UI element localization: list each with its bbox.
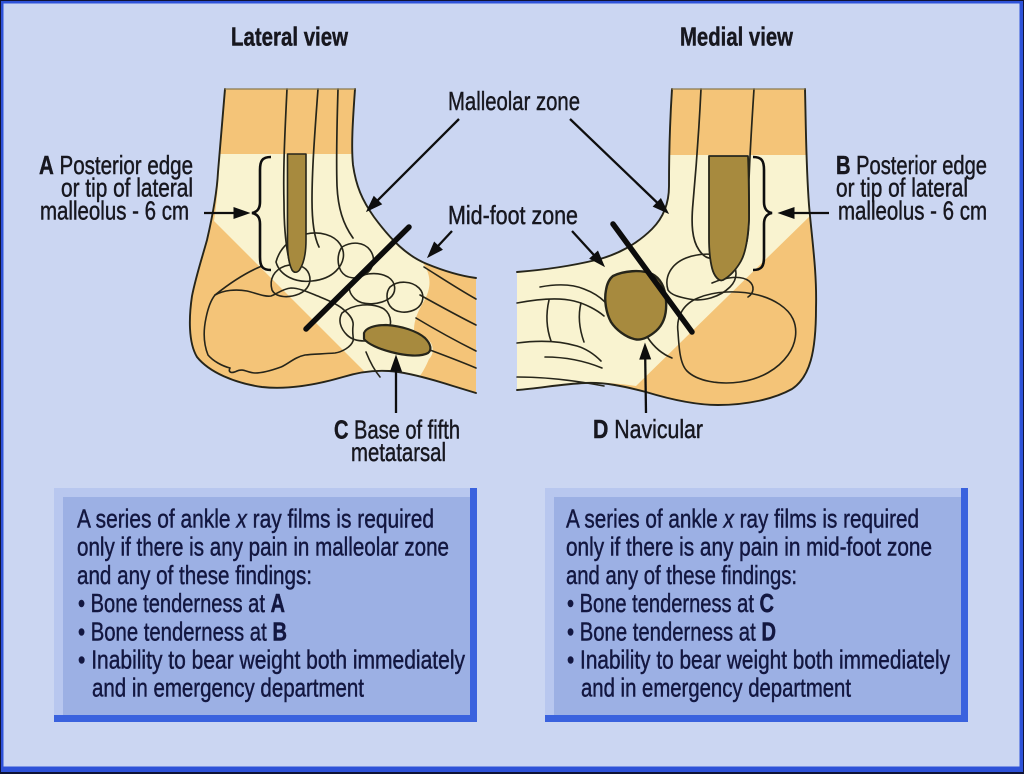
svg-text:and in emergency department: and in emergency department <box>581 673 852 703</box>
svg-text:and any of these findings:: and any of these findings: <box>566 560 797 590</box>
svg-text:A series of ankle x ray films: A series of ankle x ray films is require… <box>566 504 919 534</box>
svg-text:and any of these findings:: and any of these findings: <box>77 560 312 590</box>
svg-text:• Inability to bear weight bot: • Inability to bear weight both immediat… <box>78 645 465 675</box>
svg-text:A Posterior edge: A Posterior edge <box>39 150 193 180</box>
svg-text:only if there is any pain in m: only if there is any pain in malleolar z… <box>77 532 449 562</box>
svg-text:• Bone tenderness at C: • Bone tenderness at C <box>567 588 774 618</box>
svg-text:or tip of lateral: or tip of lateral <box>836 173 968 203</box>
svg-text:• Inability to bear weight bot: • Inability to bear weight both immediat… <box>567 645 950 675</box>
svg-text:• Bone tenderness at B: • Bone tenderness at B <box>78 616 287 646</box>
svg-text:metatarsal: metatarsal <box>351 437 446 467</box>
svg-text:or tip of lateral: or tip of lateral <box>61 173 193 203</box>
svg-text:and in emergency department: and in emergency department <box>92 673 365 703</box>
svg-text:Lateral view: Lateral view <box>231 22 349 52</box>
svg-text:• Bone tenderness at A: • Bone tenderness at A <box>78 588 285 618</box>
svg-text:malleolus - 6 cm: malleolus - 6 cm <box>40 196 189 226</box>
svg-text:D Navicular: D Navicular <box>593 414 703 444</box>
svg-text:C Base of fifth: C Base of fifth <box>334 415 460 445</box>
svg-text:• Bone tenderness at D: • Bone tenderness at D <box>567 616 776 646</box>
svg-text:Medial view: Medial view <box>680 22 794 52</box>
svg-text:malleolus - 6 cm: malleolus - 6 cm <box>838 196 987 226</box>
svg-text:Mid-foot zone: Mid-foot zone <box>448 200 578 230</box>
svg-text:A series of ankle x ray films: A series of ankle x ray films is require… <box>77 504 434 534</box>
svg-text:B Posterior edge: B Posterior edge <box>836 150 987 180</box>
svg-text:only if there is any pain in m: only if there is any pain in mid-foot zo… <box>566 532 932 562</box>
svg-text:Malleolar zone: Malleolar zone <box>448 86 580 116</box>
